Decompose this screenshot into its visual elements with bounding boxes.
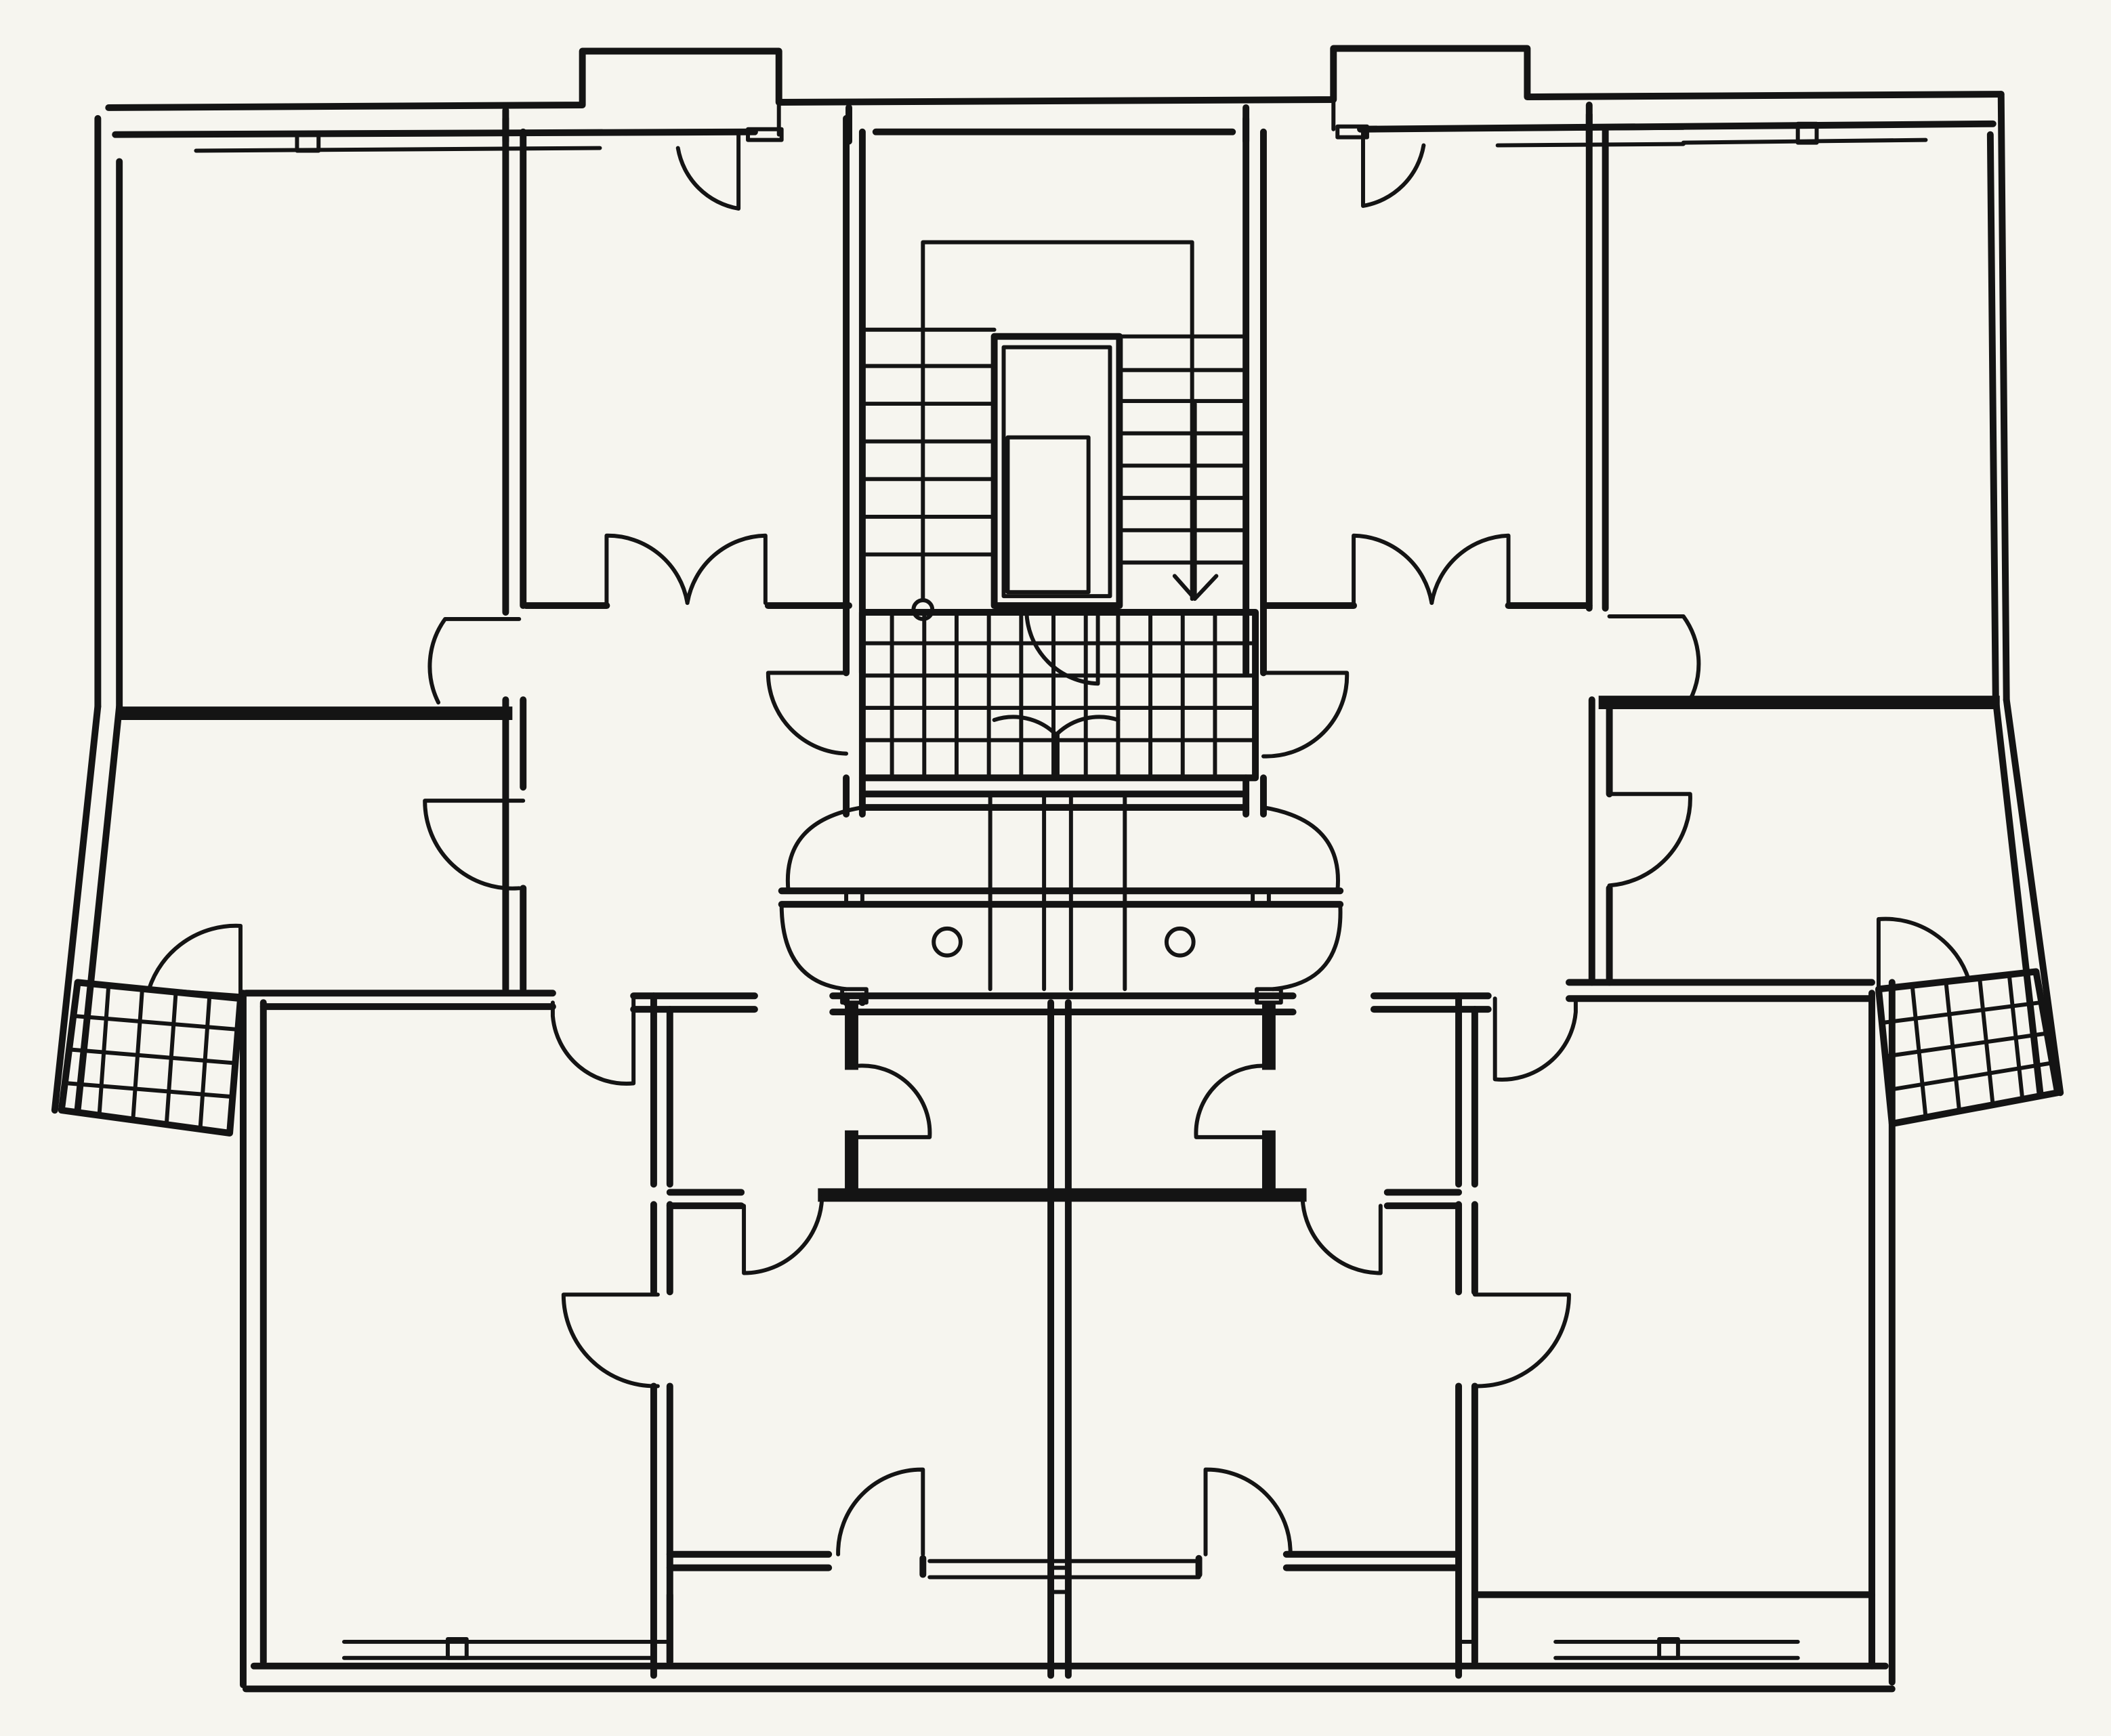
central-bathrooms	[778, 790, 1344, 992]
doors	[146, 129, 1971, 1557]
stair-arrow-icon	[1172, 402, 1219, 601]
stair-treads-left	[860, 327, 997, 557]
balcony-east	[1875, 968, 2062, 1127]
drain-icon	[1164, 926, 1196, 958]
drain-icon	[932, 926, 963, 958]
windows	[194, 121, 1928, 1660]
entrance-bays	[580, 46, 1530, 142]
wall-piers	[651, 889, 1477, 1668]
staircase	[860, 240, 1249, 621]
stair-treads-right	[1117, 334, 1249, 565]
exterior-walls	[51, 45, 2064, 1693]
